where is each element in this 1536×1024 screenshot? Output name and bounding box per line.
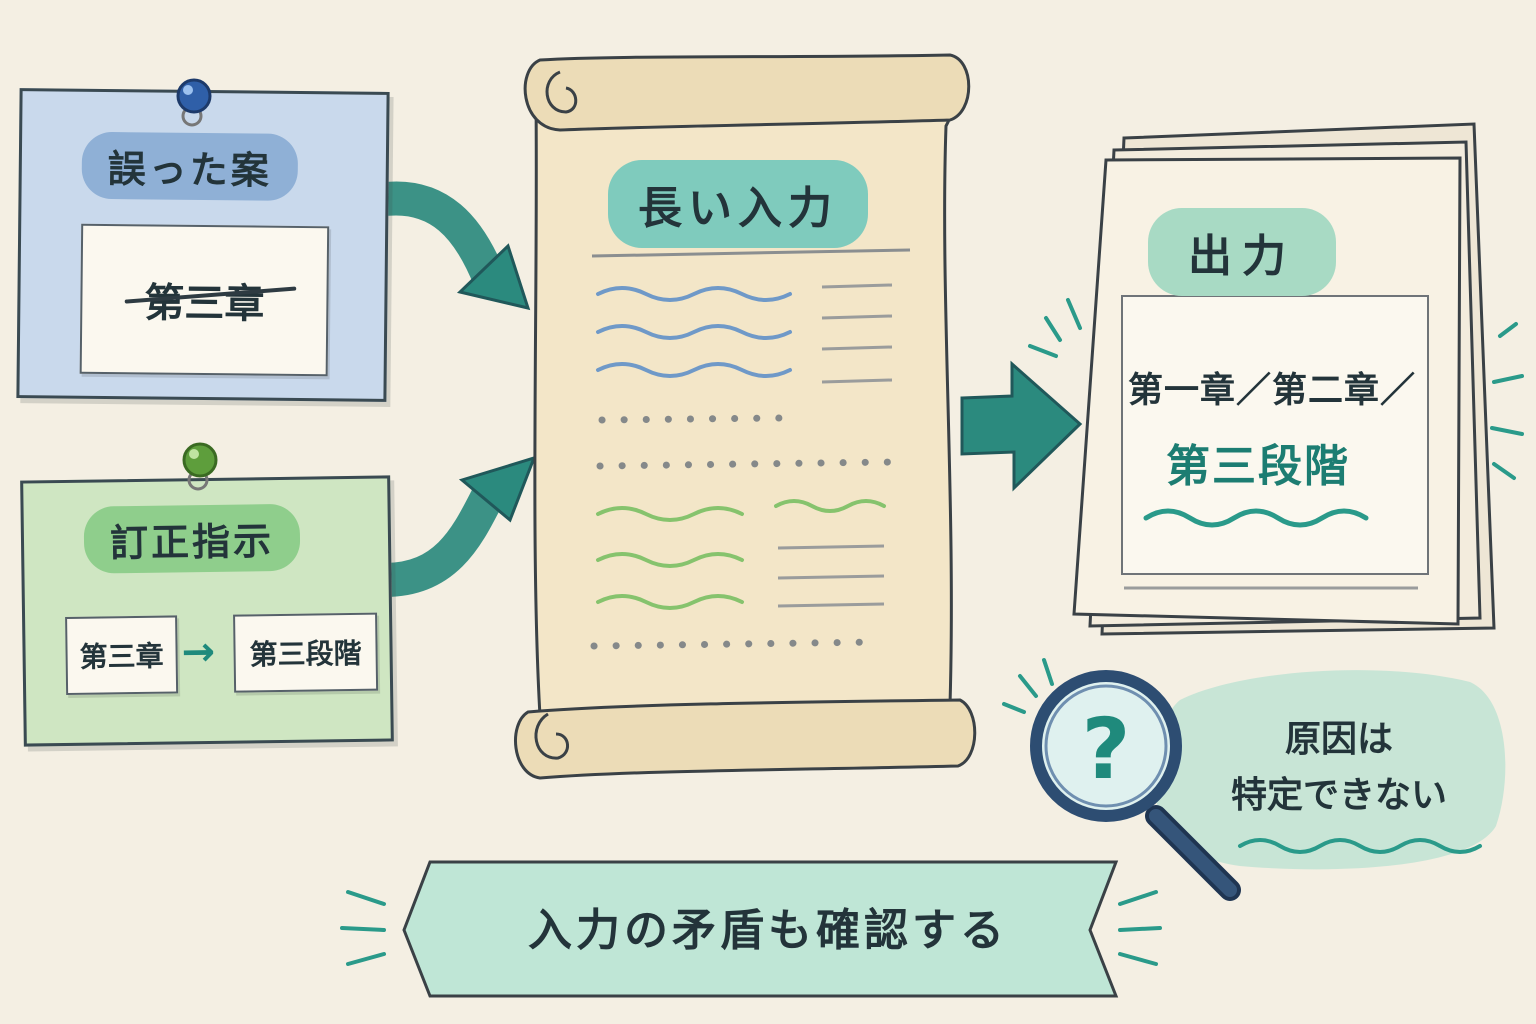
cause-line-1: 原因は (1284, 719, 1393, 760)
long-input-title: 長い入力 (608, 160, 868, 248)
cause-line-2: 特定できない (1230, 775, 1447, 816)
curved-arrow-bottom (368, 475, 507, 597)
curved-arrow-top (361, 181, 507, 297)
output-highlight-text: 第三段階 (1166, 441, 1350, 492)
correction-title: 訂正指示 (83, 503, 301, 574)
magnifier-icon: ? (1030, 670, 1241, 901)
correction-card: 訂正指示 第三章 → 第三段階 (20, 475, 394, 747)
output-chapters-text: 第一章／第二章／ (1128, 371, 1417, 411)
wrong-draft-card: 誤った案 第三章 (16, 88, 390, 402)
banner-text: 入力の矛盾も確認する (528, 905, 1008, 956)
output-title: 出力 (1148, 208, 1336, 296)
arrow-icon (456, 243, 531, 311)
cause-bubble-text: 原因は 特定できない (1214, 712, 1464, 824)
correction-from-note: 第三章 (65, 615, 179, 695)
push-pin-icon (182, 442, 218, 491)
correction-to-note: 第三段階 (233, 612, 379, 693)
push-pin-icon (176, 78, 212, 127)
wrong-draft-title: 誤った案 (81, 131, 299, 201)
struck-chapter-note: 第三章 (79, 223, 330, 377)
arrow-icon (960, 360, 1083, 492)
arrow-icon: → (181, 628, 216, 676)
banner (402, 860, 1119, 998)
cause-bubble (1154, 670, 1506, 870)
sparkle-lines (1028, 298, 1524, 480)
arrow-icon (458, 455, 537, 523)
question-mark-icon: ? (1082, 700, 1131, 798)
